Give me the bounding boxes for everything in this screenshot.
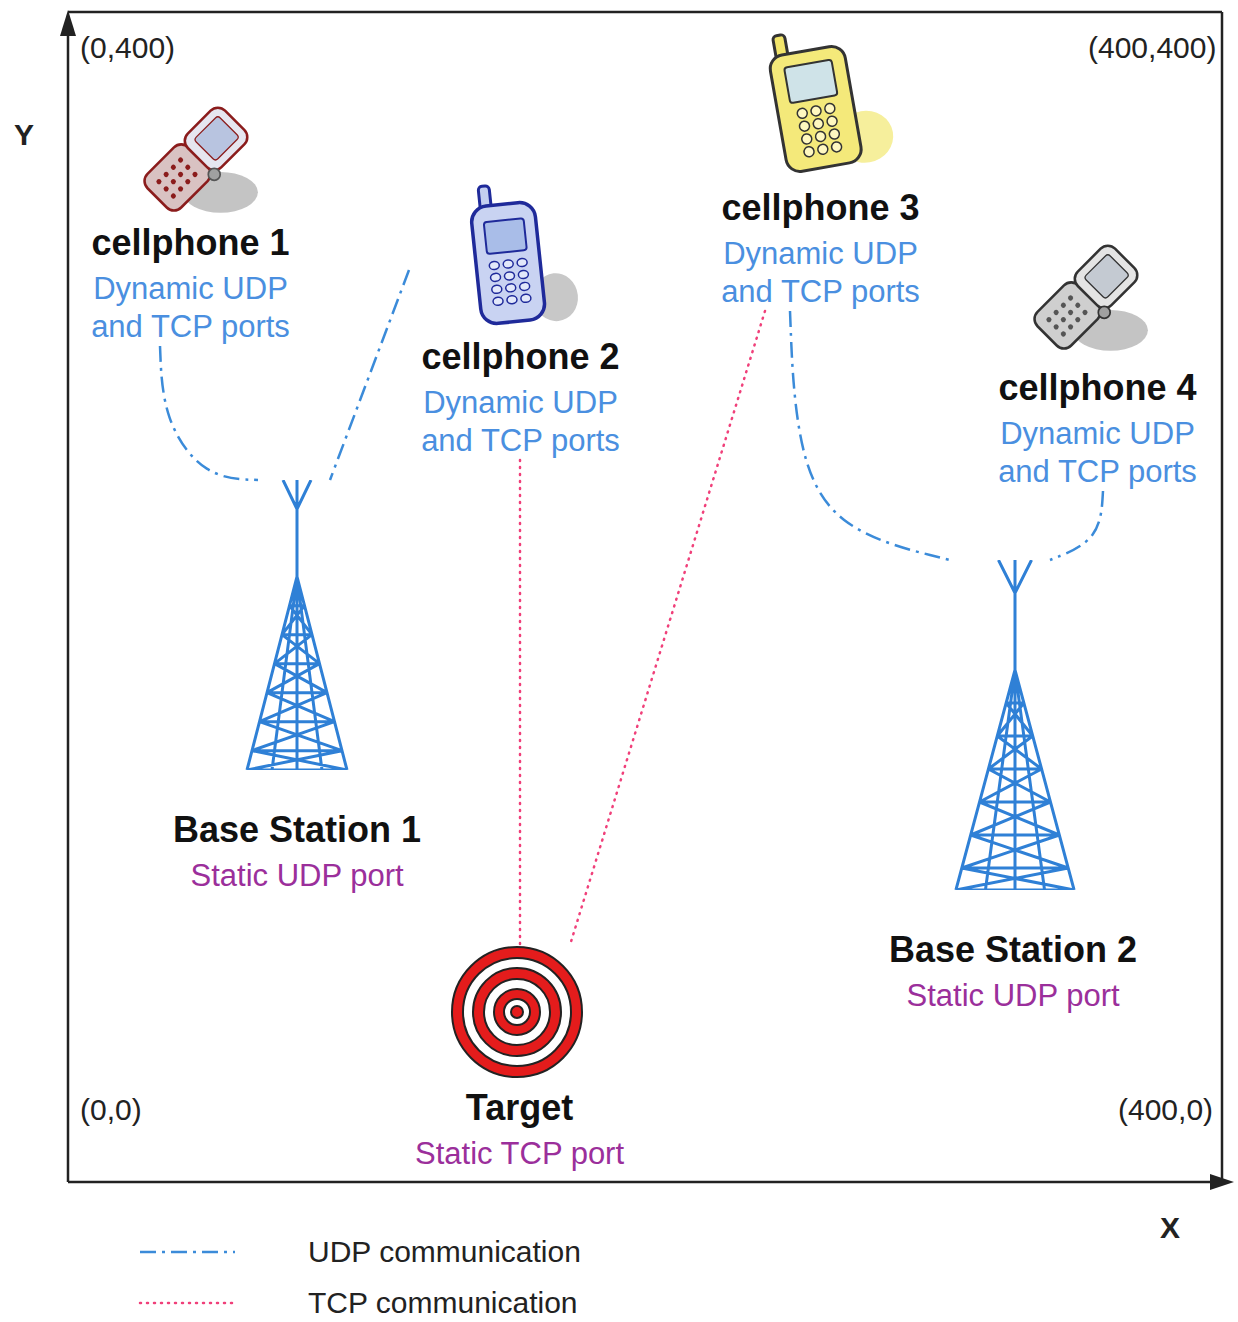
x-axis-arrowhead [1210,1174,1234,1190]
phone-keypad [155,156,198,199]
phone-lid [181,104,252,175]
phone-icon [140,104,258,219]
corner-coordinate: (400,400) [1088,30,1216,66]
node-title: Base Station 1 [173,809,421,851]
cellphone-node: cellphone 1 Dynamic UDP and TCP ports [79,110,302,346]
phone-hinge [206,166,223,183]
udp-link [790,311,950,560]
phone-hinge [1096,304,1113,321]
udp-link [160,346,258,480]
node-title: cellphone 4 [990,367,1205,409]
legend-entry: TCP communication [308,1285,578,1321]
corner-coordinate: (0,0) [80,1092,142,1128]
axis-name: X [1160,1210,1180,1246]
y-axis [67,34,70,1182]
legend-text: UDP communication [308,1235,581,1268]
port-note: Static TCP port [415,1135,624,1173]
x-axis [68,1181,1212,1184]
port-note: Static UDP port [173,857,421,895]
target-icon [452,947,582,1077]
target-node: TargetStatic TCP port [411,945,628,1173]
phone-icon [468,178,580,329]
phone-screen [784,59,838,103]
tcp-link [519,460,522,945]
phone-icon [1030,242,1148,357]
cellphone-node: cellphone 3 Dynamic UDP and TCP ports [709,28,932,311]
phone-icon [765,19,898,177]
phone-keypad [796,103,842,158]
udp-link [1050,491,1103,560]
legend-udp-sample [140,1251,235,1254]
cellphone-node: cellphone 2 Dynamic UDP and TCP ports [409,185,632,460]
port-note: Dynamic UDP and TCP ports [83,270,298,346]
legend-entry: UDP communication [308,1234,581,1270]
node-title: Target [415,1087,624,1129]
port-note: Dynamic UDP and TCP ports [413,384,628,460]
phone-body [470,201,546,325]
frame-line [68,12,1222,1182]
legend-text: TCP communication [308,1286,578,1319]
corner-coordinate: (0,400) [80,30,175,66]
phone-screen [1084,254,1130,300]
port-note: Dynamic UDP and TCP ports [990,415,1205,491]
plot-frame [68,12,1222,1182]
phone-screen [484,218,527,254]
corner-coordinate: (400,0) [1118,1092,1213,1128]
node-title: cellphone 1 [83,222,298,264]
base-station-node: Base Station 1 Static UDP port [169,480,425,895]
axis-name: Y [14,117,34,153]
legend-tcp-sample [140,1302,235,1305]
phone-keypad [489,258,531,306]
node-title: cellphone 2 [413,336,628,378]
node-title: Base Station 2 [889,929,1137,971]
connector-group [160,270,1103,945]
port-note: Dynamic UDP and TCP ports [713,235,928,311]
phone-body [768,44,863,173]
tower-icon [247,480,347,770]
phone-keypad [1045,294,1088,337]
phone-lid [1071,242,1142,313]
base-station-node: Base Station 2 Static UDP port [885,560,1141,1015]
tower-icon [956,560,1074,890]
cellphone-node: cellphone 4 Dynamic UDP and TCP ports [986,245,1209,491]
udp-link [330,270,409,480]
node-title: cellphone 3 [713,187,928,229]
phone-screen [194,116,240,162]
y-axis-arrowhead [60,10,76,36]
port-note: Static UDP port [889,977,1137,1015]
